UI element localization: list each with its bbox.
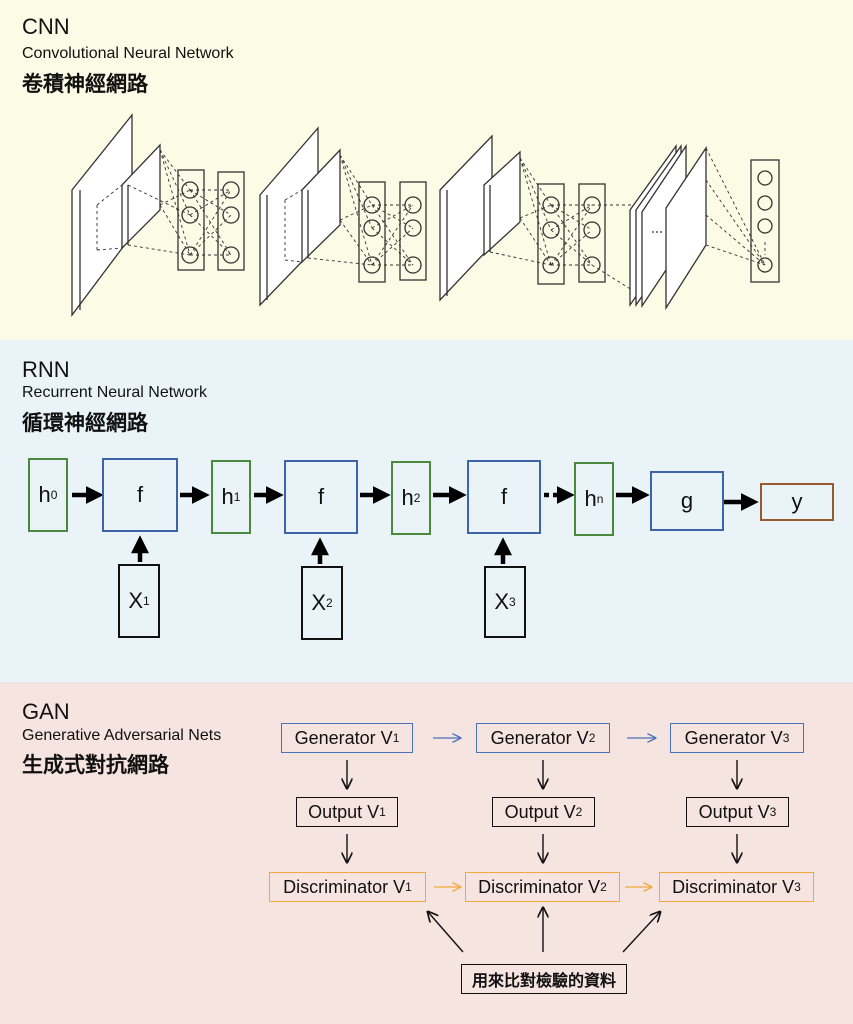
gan-subtitle: Generative Adversarial Nets [22,727,222,744]
cnn-panel: CNN Convolutional Neural Network 卷積神經網路 [0,0,853,340]
rnn-y: y [760,483,834,521]
gan-panel: GAN Generative Adversarial Nets 生成式對抗網路 [0,682,853,1024]
cnn-output-block [629,143,780,311]
gan-arrows [0,682,853,953]
rnn-f1: f [102,458,178,532]
gan-title: GAN [22,699,70,724]
cnn-block-3 [439,134,633,302]
rnn-zh-title: 循環神經網路 [22,412,148,435]
rnn-f3: f [467,460,541,534]
cnn-zh-title: 卷積神經網路 [22,73,148,96]
rnn-title: RNN [22,357,70,382]
cnn-diagram [71,113,780,317]
gan-zh-title: 生成式對抗網路 [22,754,169,777]
cnn-title: CNN [22,14,70,39]
rnn-arrows [72,486,759,564]
rnn-g: g [650,471,724,531]
cnn-block-2 [259,126,427,307]
gan-reference-data: 用來比對檢驗的資料 [461,964,627,994]
rnn-subtitle: Recurrent Neural Network [22,384,207,401]
rnn-f2: f [284,460,358,534]
cnn-block-1 [71,113,245,317]
cnn-subtitle: Convolutional Neural Network [22,45,234,62]
